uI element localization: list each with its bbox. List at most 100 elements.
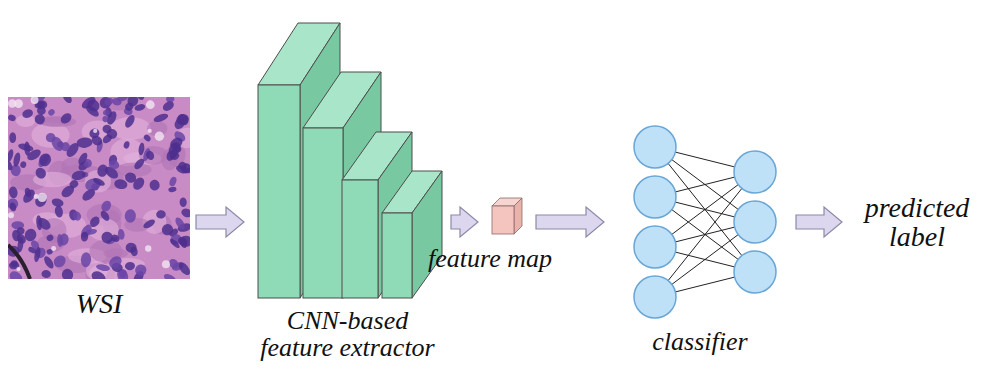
cell-nucleus <box>117 229 125 241</box>
conv-layer <box>303 72 381 298</box>
cell-nucleus <box>57 234 63 247</box>
cube-front <box>492 206 514 234</box>
cell-nucleus <box>21 108 34 120</box>
cell-nucleus <box>102 116 108 123</box>
cell-nucleus <box>123 171 138 185</box>
cell-nucleus <box>9 132 16 143</box>
cell-nucleus <box>84 103 101 118</box>
cell-nucleus <box>45 233 54 242</box>
cell-nucleus <box>89 269 107 279</box>
cell-nucleus <box>124 209 136 223</box>
clear-vacuole <box>93 129 97 133</box>
cell-nucleus <box>177 260 190 277</box>
clear-vacuole <box>34 194 39 199</box>
cell-nucleus <box>180 207 190 219</box>
cell-nucleus <box>117 268 127 279</box>
cell-nucleus <box>124 101 135 112</box>
node-caption: CNN-based feature extractor <box>250 307 445 362</box>
clear-vacuole <box>162 260 170 268</box>
cell-nucleus <box>8 269 25 279</box>
cell-nucleus <box>54 205 64 218</box>
cell-nucleus <box>12 152 21 167</box>
node-caption: feature map <box>428 245 552 272</box>
clear-vacuole <box>145 245 151 251</box>
cell-nucleus <box>145 149 156 161</box>
cell-nucleus <box>80 187 97 203</box>
cell-nucleus <box>116 97 129 103</box>
neuron <box>634 176 676 218</box>
conv-layer <box>382 171 442 298</box>
clear-vacuole <box>155 132 164 141</box>
cell-nucleus <box>76 137 93 149</box>
cell-nucleus <box>108 159 121 171</box>
clear-vacuole <box>8 212 14 218</box>
node-caption: predicted label <box>848 193 986 252</box>
cell-nucleus <box>8 186 18 199</box>
clear-vacuole <box>146 100 155 109</box>
cell-nucleus <box>36 105 47 115</box>
neuron <box>634 126 676 168</box>
cell-nucleus <box>92 177 106 188</box>
clear-vacuole <box>148 129 152 133</box>
cell-nucleus <box>61 268 75 279</box>
cell-nucleus <box>47 108 56 117</box>
neuron <box>734 251 776 293</box>
cell-nucleus <box>81 232 89 242</box>
neuron <box>734 201 776 243</box>
neuron <box>734 151 776 193</box>
cell-nucleus <box>123 113 136 129</box>
cell-nucleus <box>51 197 65 208</box>
node-caption: WSI <box>8 289 190 318</box>
conv-layer <box>342 132 412 298</box>
classifier-net: classifier <box>610 118 790 372</box>
cell-nucleus <box>99 209 111 222</box>
tissue-edge <box>8 245 30 279</box>
cell-nucleus <box>179 161 190 175</box>
cell-nucleus <box>41 270 51 279</box>
cell-nucleus <box>133 262 149 278</box>
cell-nucleus <box>77 151 90 166</box>
neuron <box>634 276 676 318</box>
cell-nucleus <box>173 216 186 231</box>
cell-nucleus <box>33 112 47 126</box>
cell-nucleus <box>45 132 56 143</box>
cell-nucleus <box>125 261 136 270</box>
cell-nucleus <box>138 142 145 155</box>
flow-arrow <box>536 207 604 237</box>
cell-nucleus <box>95 263 110 272</box>
tissue-texture <box>8 97 190 279</box>
clear-vacuole <box>16 267 20 271</box>
flow-arrow <box>796 207 842 237</box>
cell-nucleus <box>160 222 176 238</box>
cell-nucleus <box>9 202 17 212</box>
layer-front <box>303 128 343 298</box>
cell-nucleus <box>60 141 72 153</box>
cell-nucleus <box>168 176 177 187</box>
cell-nucleus <box>130 246 139 257</box>
layer-front <box>258 85 300 298</box>
node-caption: classifier <box>610 328 790 355</box>
cell-nucleus <box>149 179 160 191</box>
cell-nucleus <box>33 166 48 181</box>
flow-arrow <box>196 207 244 237</box>
output-label: predicted label <box>848 178 986 266</box>
cell-nucleus <box>162 272 177 279</box>
cell-nucleus <box>59 183 76 199</box>
cell-nucleus <box>8 148 15 162</box>
layer-side <box>378 132 412 298</box>
cell-nucleus <box>19 161 27 169</box>
cell-nucleus <box>25 147 42 162</box>
cell-nucleus <box>71 169 87 181</box>
cell-nucleus <box>33 192 49 209</box>
cell-nucleus <box>8 196 20 212</box>
cell-nucleus <box>33 247 41 263</box>
cell-nucleus <box>179 197 187 207</box>
clear-vacuole <box>51 246 56 251</box>
cell-nucleus <box>59 111 74 125</box>
cell-nucleus <box>132 157 146 171</box>
cell-nucleus <box>102 109 110 116</box>
layer-side <box>343 72 381 298</box>
cell-nucleus <box>103 97 115 107</box>
cell-nucleus <box>168 186 177 193</box>
